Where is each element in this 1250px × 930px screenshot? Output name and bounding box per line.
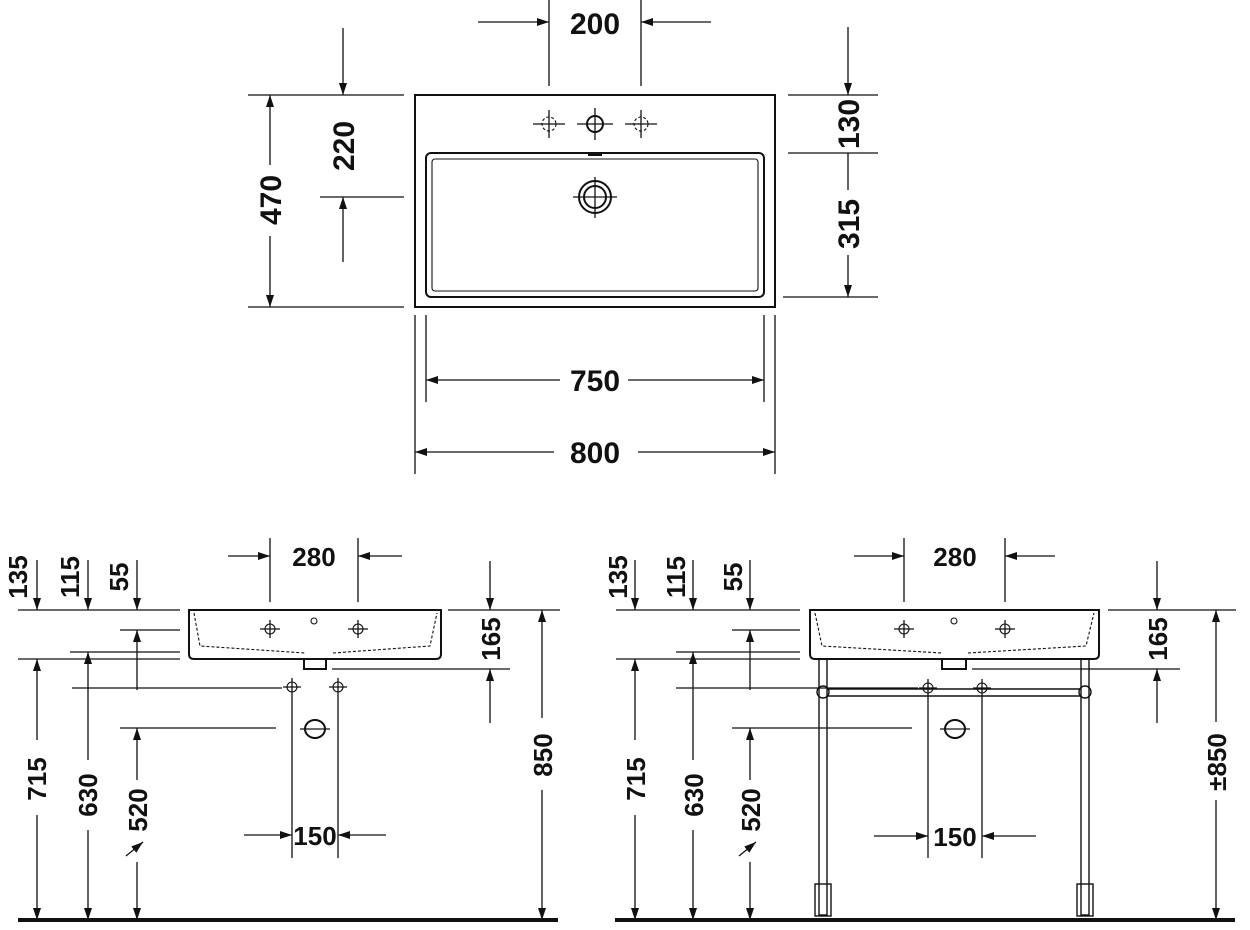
- label-280: 280: [292, 542, 335, 572]
- leg-right: [1080, 658, 1090, 916]
- label-165: 165: [476, 617, 506, 660]
- dim-right-depths: 130 315: [783, 27, 878, 298]
- label-220: 220: [328, 121, 361, 171]
- tap-holes-front: [894, 617, 1015, 638]
- bowl-outline: [425, 152, 765, 298]
- drain-front: [303, 659, 327, 670]
- dim-depth-drain: 220: [320, 28, 404, 262]
- label-55: 55: [104, 563, 134, 592]
- tap-hole-center: [577, 108, 613, 140]
- label-850-value: 850: [1202, 733, 1232, 776]
- label-750: 750: [570, 365, 620, 398]
- foot-right: [1076, 883, 1094, 917]
- drain: [573, 177, 617, 218]
- front-view-right: 135 115 55 280 165 715 630 520 150: [603, 538, 1236, 922]
- waste-outlet: [940, 719, 970, 739]
- label-55: 55: [718, 563, 748, 592]
- label-150: 150: [293, 821, 336, 851]
- label-470: 470: [255, 175, 288, 225]
- tap-hole-left: [533, 110, 565, 138]
- label-130: 130: [833, 99, 866, 149]
- pointer-arrow: [738, 841, 757, 857]
- label-165: 165: [1143, 617, 1173, 660]
- label-135: 135: [603, 555, 633, 598]
- leg-left: [818, 658, 828, 916]
- tap-holes-front: [260, 617, 368, 638]
- foot-left: [814, 883, 832, 917]
- label-850: 850: [528, 733, 558, 776]
- dim-tap-spacing: 200: [478, 0, 711, 86]
- dim-total-width: 800: [414, 315, 776, 474]
- label-630: 630: [73, 773, 103, 816]
- waste-outlet: [300, 719, 330, 739]
- label-520: 520: [123, 788, 153, 831]
- supply-connections: [919, 679, 991, 697]
- label-630: 630: [679, 773, 709, 816]
- bowl-inner: [431, 158, 759, 292]
- label-280: 280: [933, 542, 976, 572]
- basin-front: [188, 609, 442, 660]
- label-800: 800: [570, 437, 620, 470]
- supply-connections: [283, 678, 347, 696]
- label-135: 135: [3, 555, 33, 598]
- label-520: 520: [736, 788, 766, 831]
- label-115: 115: [55, 556, 85, 598]
- drain-front: [941, 659, 967, 670]
- bowl-hidden-line: [193, 612, 438, 654]
- front-view-left: 135 115 55 280 165 715 630 520: [3, 538, 560, 922]
- basin-front: [809, 609, 1100, 660]
- label-315: 315: [833, 199, 866, 249]
- dim-bowl-width: 750: [425, 315, 765, 402]
- label-715: 715: [621, 757, 651, 800]
- label-200: 200: [570, 8, 620, 41]
- plan-view: 200 470 220 130 315: [248, 0, 878, 474]
- plus-minus-prefix: ±: [1202, 777, 1232, 791]
- basin-outline: [414, 94, 776, 308]
- dim-depth-total: 470: [248, 94, 404, 308]
- label-150: 150: [933, 822, 976, 852]
- label-850: ±850: [1202, 733, 1232, 791]
- label-115: 115: [661, 556, 691, 598]
- console-frame: [814, 658, 1094, 917]
- label-715: 715: [22, 757, 52, 800]
- tap-hole-right: [625, 110, 657, 138]
- bowl-hidden-line: [814, 612, 1095, 654]
- pointer-arrow: [125, 841, 144, 857]
